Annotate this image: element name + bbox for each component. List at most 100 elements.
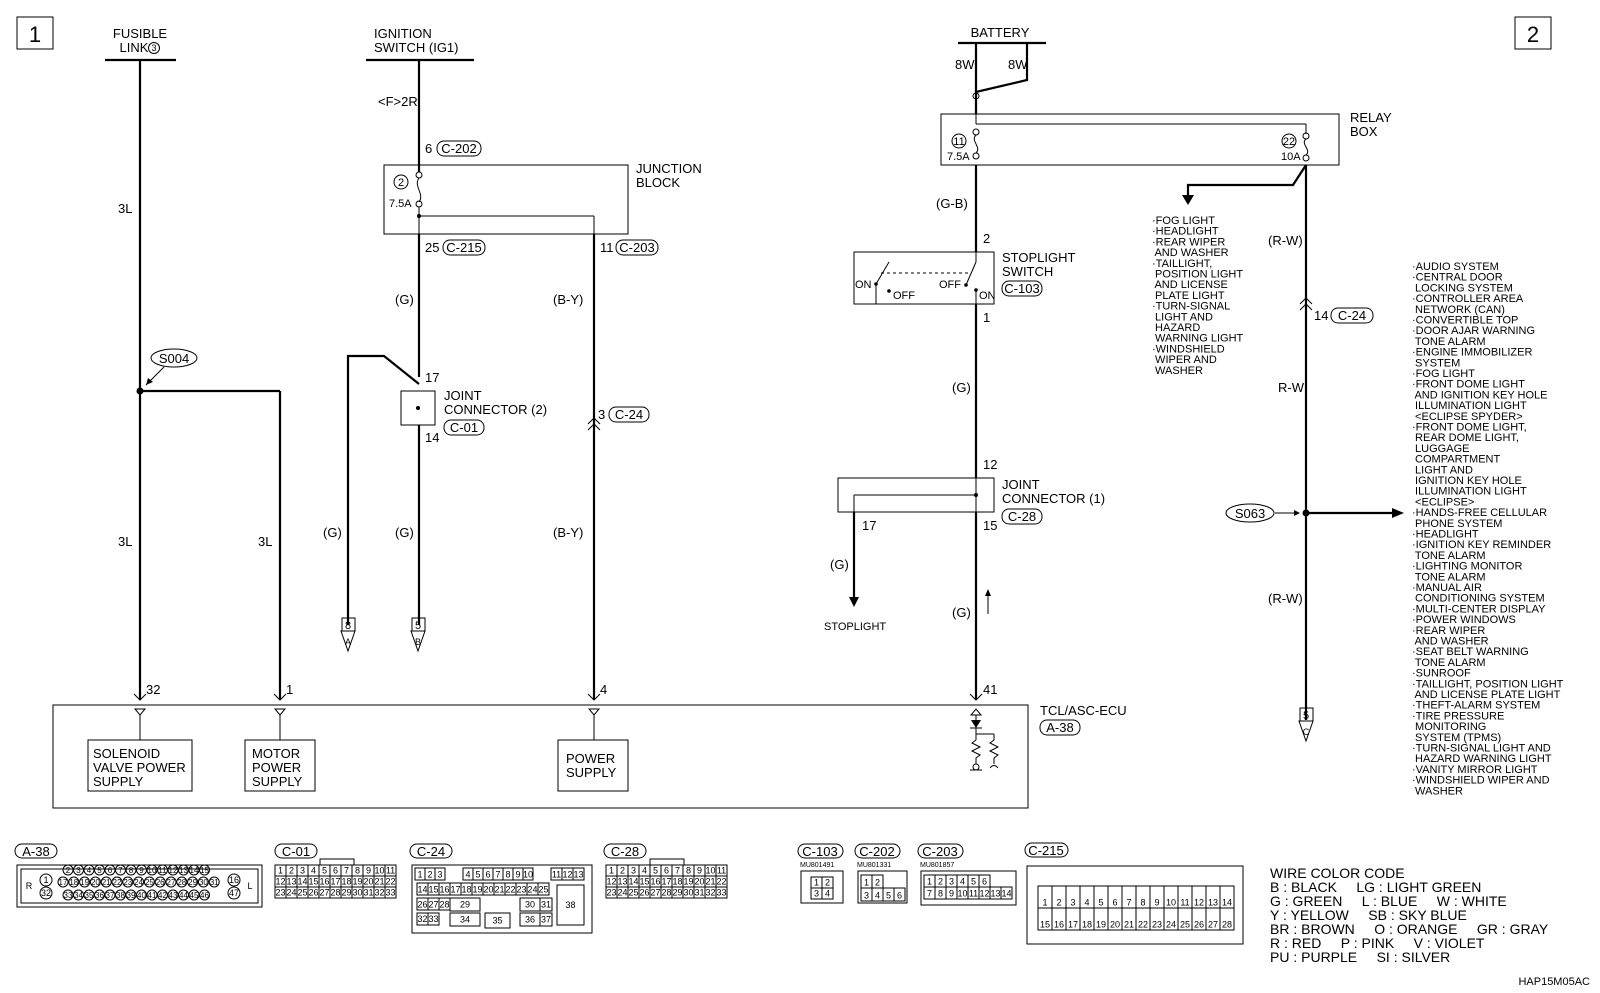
- list-line: LIGHT AND: [1412, 464, 1473, 476]
- offpage-b-arrow: [410, 630, 426, 653]
- pin-number: 46: [200, 891, 209, 900]
- list-line: ·FRONT DOME LIGHT,: [1412, 421, 1527, 433]
- splice-s063-label: S063: [1235, 506, 1265, 521]
- rw-inline-chevron: [1299, 297, 1313, 311]
- pin-number: 2: [427, 870, 432, 880]
- pin-number: 8: [1140, 898, 1145, 908]
- pin-number: 17: [330, 877, 340, 887]
- stoplight-sw-conn-tag: [1001, 280, 1043, 297]
- battery-terminal: [972, 92, 980, 100]
- pin-number: 38: [565, 900, 575, 910]
- systems-list-text: ·AUDIO SYSTEM·CENTRAL DOOR LOCKING SYSTE…: [1412, 261, 1564, 797]
- ss-off-right: OFF: [939, 279, 961, 291]
- offpage-c-letter: C: [1303, 727, 1310, 737]
- list-line: WASHER: [1152, 365, 1203, 377]
- pin-number: 26: [156, 878, 165, 887]
- list-line: CONDITIONING SYSTEM: [1412, 593, 1545, 605]
- pin-number: 7: [495, 870, 500, 880]
- pin-number: 2: [938, 877, 943, 887]
- conn-a38-tag: [14, 843, 58, 859]
- pin-number: 20: [363, 877, 373, 887]
- ss-contact-b-dot-2: [887, 289, 891, 293]
- list-line: AND IGNITION KEY HOLE: [1412, 389, 1548, 401]
- wire-code-rw-3: (R-W): [1268, 591, 1303, 606]
- list-line: HAZARD: [1152, 322, 1200, 334]
- pin-number: 7: [344, 866, 349, 876]
- conn-c103-id: C-103: [802, 844, 837, 859]
- stoplight-sw-label-2: SWITCH: [1002, 264, 1053, 279]
- jb-out1-pin: 25: [425, 240, 439, 255]
- conn-c202-id: C-202: [859, 844, 894, 859]
- junction-block-label-2: BLOCK: [636, 175, 680, 190]
- pin-number: 24: [617, 888, 627, 898]
- pin-number: 8: [938, 889, 943, 899]
- pin-number: 7: [927, 889, 932, 899]
- stoplight-sw-label: STOPLIGHT: [1002, 250, 1076, 265]
- pin-number: 4: [642, 866, 647, 876]
- pin-number: 12: [1194, 898, 1204, 908]
- conn-c215-tag: [1024, 842, 1069, 858]
- conn-c203-tag: [917, 843, 964, 859]
- pin-number: 9: [139, 866, 144, 875]
- stoplight-sw-conn: C-103: [1004, 281, 1039, 296]
- pin-number: 32: [705, 888, 715, 898]
- pin-number: 18: [341, 877, 351, 887]
- list-line: SYSTEM (TPMS): [1412, 732, 1501, 744]
- list-line: ·AUDIO SYSTEM: [1412, 261, 1499, 273]
- ecu-block-motor-1: MOTOR: [252, 746, 300, 761]
- pin-number: 24: [286, 888, 296, 898]
- tcl-asc-ecu: [52, 704, 1029, 809]
- pin-number: 12: [275, 877, 285, 887]
- list-line: POSITION LIGHT: [1152, 269, 1243, 281]
- pin-number: 19: [80, 878, 89, 887]
- wire-code-rw-1: (R-W): [1268, 233, 1303, 248]
- pin-number: 26: [1194, 920, 1204, 930]
- pin-number: 6: [982, 877, 987, 887]
- list-line: AND WASHER: [1412, 636, 1489, 648]
- list-line: ·WINDSHIELD: [1152, 343, 1225, 355]
- pin-number: 27: [1208, 920, 1218, 930]
- offpage-c-arrow: [1298, 720, 1314, 743]
- pin-number: 26: [417, 900, 427, 910]
- page-marker-left-text: 1: [29, 22, 41, 47]
- pin-number: 36: [525, 915, 535, 925]
- pin-number: 6: [1112, 898, 1117, 908]
- pin-number: 18: [672, 877, 682, 887]
- list-line: <ECLIPSE SPYDER>: [1412, 411, 1523, 423]
- pin-number: 9: [1154, 898, 1159, 908]
- pin-number: 4: [311, 866, 316, 876]
- conn-c202-tag: [854, 843, 901, 859]
- list-line: ·TURN-SIGNAL: [1152, 301, 1230, 313]
- pin-number: 21: [705, 877, 715, 887]
- legend-line-2: G : GREEN L : BLUE W : WHITE: [1270, 893, 1507, 909]
- ecu-conn: A-38: [1046, 720, 1073, 735]
- relay-fuse-b-rating: 10A: [1281, 151, 1301, 163]
- pin-cell: [449, 897, 481, 912]
- pin-number: 34: [460, 915, 470, 925]
- pin-number: 14: [297, 877, 307, 887]
- relay-box: [940, 113, 1340, 166]
- pin-number: 8: [505, 870, 510, 880]
- pin-number: 5: [971, 877, 976, 887]
- pin-number: 3: [814, 889, 819, 899]
- joint-connector-1: [837, 477, 995, 513]
- pin-cell: [821, 887, 834, 900]
- pin-number: 21: [1124, 920, 1134, 930]
- wire-code-3l-left: 3L: [118, 534, 132, 549]
- pin-number: 2: [289, 866, 294, 876]
- wire-code-gb: (G-B): [936, 196, 968, 211]
- list-line: WASHER: [1412, 785, 1463, 797]
- list-line: NETWORK (CAN): [1412, 304, 1505, 316]
- pin-number: 36: [95, 891, 104, 900]
- jc1-pin-out-a: 17: [862, 518, 876, 533]
- pin-number: 38: [116, 891, 125, 900]
- pin-number: 13: [1208, 898, 1218, 908]
- pin-number: 37: [541, 915, 551, 925]
- pin-number: 3: [864, 891, 869, 901]
- pin-circle: [122, 876, 134, 888]
- conn-c203-part: MU801857: [920, 862, 954, 869]
- wire-code-rw-2: R-W: [1278, 380, 1305, 395]
